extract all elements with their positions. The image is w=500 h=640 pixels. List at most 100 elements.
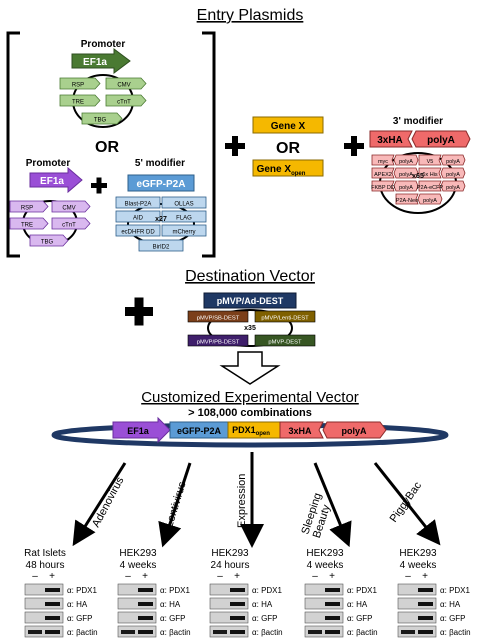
blot-cell-label: Rat Islets [24, 548, 66, 559]
plus-icon [225, 136, 245, 156]
blot-row-label: α: GFP [347, 614, 373, 623]
blot-band [418, 616, 433, 620]
down-arrow-icon [219, 351, 281, 385]
modifier3-item-tag [371, 167, 395, 179]
loop-item: CMV [51, 200, 91, 213]
modifier3-item-tag [395, 193, 419, 205]
entry-bracket-right [202, 31, 216, 258]
modifier3-item-polya [417, 193, 443, 205]
modifier3-count: x65 [412, 173, 424, 180]
loop-item: TRE [9, 217, 49, 230]
or-label: OR [95, 139, 119, 156]
gene-or-label: OR [276, 140, 300, 157]
blot-band [418, 630, 433, 634]
loop-item-arrow [59, 77, 101, 90]
blot-band [418, 588, 433, 592]
loop-item-arrow [51, 217, 91, 230]
blot-band-box [304, 611, 344, 624]
destination-item-label: pMVP/Lenti-DEST [261, 315, 309, 321]
blot-band-box [397, 625, 437, 638]
blot-minus-label: – [312, 571, 318, 582]
blot-band-box [304, 625, 344, 638]
modifier5-item-box [138, 239, 184, 252]
loop-item: TBG [81, 112, 123, 125]
blot-band [45, 616, 60, 620]
modifier3-item-polya [393, 167, 419, 179]
blot-time-label: 4 weeks [307, 560, 344, 571]
blot-band-box [24, 625, 64, 638]
promoter-main-arrow: EF1a [71, 48, 131, 74]
modifier3-item-tag-label: APEX2 [374, 172, 392, 178]
blot-band-box [397, 583, 437, 596]
loop-item-label: TBG [94, 118, 107, 124]
gene-x-open-sub: open [291, 171, 306, 177]
svg-text:Gene Xopen: Gene Xopen [257, 164, 306, 177]
modifier5-item-box [115, 210, 161, 223]
loop-item-label: TBG [41, 240, 54, 246]
modifier3-item-tag-label: P2A-Neo [396, 198, 418, 204]
modifier5-item: AID [115, 210, 161, 223]
modifier5-item: mCherry [161, 224, 207, 237]
modifier5-item: OLLAS [161, 196, 207, 209]
gene-x-label: Gene X [271, 121, 306, 132]
modifier3-item-polya-label: polyA [446, 185, 460, 191]
modifier5-item-box [161, 224, 207, 237]
destination-item-label: pMVP/SB-DEST [197, 315, 240, 321]
blot-band-box [24, 597, 64, 610]
promoter-label-2: Promoter [26, 158, 71, 169]
blot-row-label: α: GFP [160, 614, 186, 623]
blot-band-box [209, 583, 249, 596]
vector-segment-tag: 3xHA [288, 426, 312, 436]
delivery-label-lentivirus: Lentivirus [163, 480, 188, 529]
blot-band-box [209, 625, 249, 638]
blot-cell-label: HEK293 [211, 548, 249, 559]
blot-row-label: α: PDX1 [160, 586, 191, 595]
blot-band [230, 588, 245, 592]
blot-band-box [209, 611, 249, 624]
modifier3-item-tag [418, 167, 442, 179]
modifier3-item-polya [440, 154, 466, 166]
blot-cell-label: HEK293 [119, 548, 157, 559]
blot-band [45, 602, 60, 606]
modifier5-item: FLAG [161, 210, 207, 223]
blot-row-label: α: βactin [440, 628, 471, 637]
destination-item-box [187, 334, 249, 347]
destination-loop [207, 309, 293, 347]
blot-plus-label: + [49, 571, 55, 582]
loop-item-arrow [105, 77, 147, 90]
vector-segment-modifier5: eGFP-P2A [177, 426, 222, 436]
modifier5-item-box [115, 224, 161, 237]
blot-band [230, 630, 245, 634]
destination-item: pMVP/Lenti-DEST [254, 310, 316, 323]
combinations-label: > 108,000 combinations [188, 407, 312, 419]
modifier5-item-label: OLLAS [174, 201, 193, 207]
blot-cell-label: HEK293 [306, 548, 344, 559]
blot-row-label: α: PDX1 [67, 586, 98, 595]
loop-item-arrow [59, 94, 101, 107]
blot-row-label: α: PDX1 [347, 586, 378, 595]
modifier5-item-label: ecDHFR DD [121, 229, 155, 235]
modifier5-item: Blast-P2A [115, 196, 161, 209]
modifier5-item-box [115, 196, 161, 209]
loop-item-arrow [9, 200, 49, 213]
svg-text:PDX1open: PDX1open [232, 425, 270, 437]
blot-band [138, 630, 153, 634]
blot-row-label: α: βactin [160, 628, 191, 637]
modifier5-count: x27 [155, 216, 167, 223]
blot-row-label: α: βactin [67, 628, 98, 637]
blot-band-box [397, 597, 437, 610]
loop-item-label: RSP [21, 206, 33, 212]
modifier3-item-polya-label: polyA [423, 198, 437, 204]
destination-item-box [187, 310, 249, 323]
blot-band [45, 588, 60, 592]
modifier3-item-polya-label: polyA [446, 159, 460, 165]
blot-minus-label: – [217, 571, 223, 582]
loop-item: cTnT [51, 217, 91, 230]
